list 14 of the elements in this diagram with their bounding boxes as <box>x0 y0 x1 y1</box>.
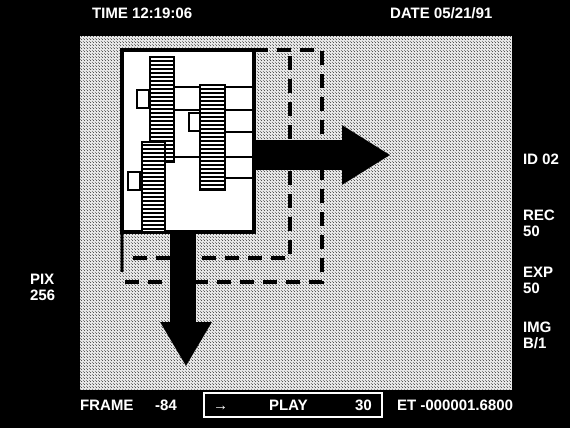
direction-indicator: → <box>213 397 228 414</box>
playback-mode: PLAY <box>269 397 308 414</box>
pix-readout: PIX 256 <box>30 272 56 304</box>
time-readout: TIME 12:19:06 <box>92 6 192 22</box>
date-readout: DATE 05/21/91 <box>390 6 492 22</box>
playback-status-box <box>203 392 383 418</box>
rec-readout: REC 50 <box>523 208 556 240</box>
frame-value: -84 <box>155 398 177 414</box>
exp-readout: EXP 50 <box>523 265 554 297</box>
elapsed-time-readout: ET -000001.6800 <box>397 398 513 414</box>
img-readout: IMG B/1 <box>523 320 552 352</box>
playback-speed: 30 <box>355 397 372 414</box>
id-readout: ID 02 <box>523 152 560 168</box>
frame-label: FRAME <box>80 398 134 414</box>
